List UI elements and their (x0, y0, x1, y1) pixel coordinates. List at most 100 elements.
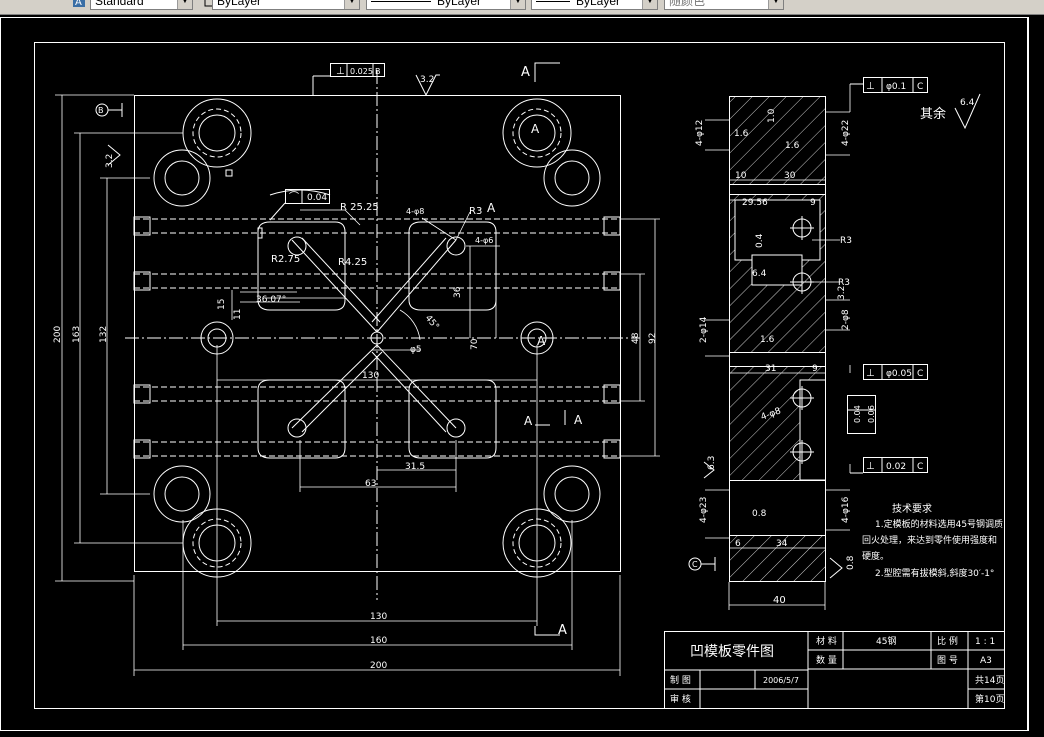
section-cutouts (729, 184, 826, 536)
layer-select[interactable]: ByLayer▼ (212, 0, 360, 10)
lineweight-select[interactable]: ByLayer▼ (531, 0, 658, 10)
dim-r4: R4.25 (338, 257, 367, 268)
notes-line-1: 1.定模板的材料选用45号钢调质 (875, 518, 1003, 530)
dim-6-4: 6.4 (752, 269, 767, 279)
linetype-value: ByLayer (437, 0, 482, 8)
side-labels: ⊥ φ0.1 C ⊥ φ0.05 C ⊥ 0.02 C 0.04 0.06 C … (692, 81, 975, 606)
line-sample (536, 1, 570, 3)
runners (287, 236, 466, 438)
scale-value: 1 : 1 (975, 637, 995, 647)
dim-6: 6 (735, 539, 741, 549)
dim-phi6: 4-φ6 (475, 236, 493, 245)
perp-bot-datum: C (917, 462, 923, 472)
dim-r2: R2.75 (271, 254, 300, 265)
dim-w160: 160 (370, 636, 387, 646)
dim-11: 11 (233, 309, 243, 320)
dim-r3b: R3 (838, 278, 850, 288)
channel-plugs (133, 216, 621, 459)
dim-31-5: 31.5 (405, 462, 425, 472)
dim-1-6c: 1.6 (785, 141, 800, 151)
notes-line-3: 硬度。 (862, 550, 889, 562)
parallel-value: 0.04 (853, 405, 862, 423)
chevron-down-icon[interactable]: ▼ (177, 0, 192, 9)
notes-line-2: 回火处理，来达到零件使用强度和 (862, 534, 997, 546)
chevron-down-icon[interactable]: ▼ (768, 0, 783, 9)
dim-48: 48 (631, 332, 641, 344)
side-gdt-frames (688, 77, 981, 579)
dim-w200: 200 (370, 661, 387, 671)
dim-r3a: R3 (840, 236, 852, 246)
scale-label: 比 例 (937, 635, 958, 647)
dim-4phi16: 4-φ16 (841, 496, 851, 523)
perp-mid-symbol: ⊥ (866, 368, 875, 379)
front-view: A A A A A A A ⊥ 0.025 B B ⌒ 0.04 3.2 3.2… (53, 62, 660, 676)
remainder-label: 其余 (920, 106, 946, 122)
profile-value: 0.04 (307, 193, 327, 203)
datum-a-bottom-right: A (574, 413, 583, 427)
flatness-symbol: ⊥ (336, 66, 345, 77)
flat-value: 0.06 (867, 405, 876, 423)
chevron-down-icon[interactable]: ▼ (510, 0, 525, 9)
front-annotations (95, 62, 566, 636)
dim-31: 31 (765, 364, 776, 374)
dim-9b: 9 (812, 364, 818, 374)
cad-drawing: A A A A A A A ⊥ 0.025 B B ⌒ 0.04 3.2 3.2… (0, 17, 1029, 731)
dim-34: 34 (776, 539, 788, 549)
total-sheets: 共14页 (975, 675, 1004, 686)
dim-3-2: 3.2 (837, 286, 847, 300)
material-value: 45钢 (876, 635, 896, 647)
technical-notes: 技术要求 1.定模板的材料选用45号钢调质 回火处理，来达到零件使用强度和 硬度… (862, 502, 1003, 579)
dimension-lines (55, 94, 660, 676)
drawn-date: 2006/5/7 (763, 676, 799, 685)
dim-r3: R3 (469, 206, 482, 217)
chevron-down-icon[interactable]: ▼ (344, 0, 359, 9)
dim-92: 92 (648, 333, 658, 344)
dim-0-8: 0.8 (846, 555, 856, 570)
svg-text:A: A (75, 0, 82, 8)
section-holes (790, 216, 814, 464)
cooling-channels (134, 218, 620, 457)
profile-symbol: ⌒ (289, 191, 299, 203)
datum-a-mid-2: A (537, 334, 546, 348)
dim-30: 30 (784, 171, 796, 181)
sheet-no: 第10页 (975, 693, 1004, 705)
properties-toolbar: A Standard▼ ByLayer▼ ByLayer▼ ByLayer▼ 随… (0, 0, 1044, 15)
roughness-left: 3.2 (105, 154, 115, 168)
dim-1-6a: 1.6 (734, 129, 749, 139)
check-label: 审 核 (670, 693, 691, 705)
dim-phi22: 4-φ22 (841, 120, 851, 146)
dim-h132: 132 (99, 326, 109, 343)
notes-line-4: 2.型腔需有拔模斜,斜度30′-1° (875, 567, 994, 579)
chevron-down-icon[interactable]: ▼ (642, 0, 657, 9)
drawing-border (34, 42, 1005, 709)
dim-phi12: 4-φ12 (695, 120, 705, 146)
dim-phi5: φ5 (410, 345, 422, 355)
color-value: 随颜色 (669, 0, 706, 8)
dim-1-6b: 1.6 (760, 335, 775, 345)
drawing-name: 凹模板零件图 (690, 644, 774, 660)
side-view: ⊥ φ0.1 C ⊥ φ0.05 C ⊥ 0.02 C 0.04 0.06 C … (688, 77, 981, 610)
dim-4phi23: 4-φ23 (699, 497, 709, 523)
perp-bot-value: 0.02 (886, 462, 906, 472)
text-style-icon[interactable]: A (72, 0, 86, 8)
linetype-select[interactable]: ByLayer ▼ (366, 0, 526, 10)
dim-70: 70 (470, 338, 480, 350)
dim-h200: 200 (53, 326, 63, 343)
dim-40: 40 (773, 595, 786, 606)
perp-top-datum: C (917, 82, 923, 92)
dim-w130: 130 (370, 612, 387, 622)
roughness-top: 3.2 (420, 75, 434, 85)
datum-c: C (692, 560, 698, 569)
text-style-select[interactable]: Standard▼ (90, 0, 193, 10)
color-select[interactable]: 随颜色 ▼ (664, 0, 784, 10)
dim-63: 63 (365, 479, 376, 489)
drawing-canvas[interactable]: A A A A A A A ⊥ 0.025 B B ⌒ 0.04 3.2 3.2… (0, 14, 1044, 737)
dim-36-07: 36.07° (256, 295, 286, 305)
line-sample (371, 1, 431, 3)
dim-29-56: 29.56 (742, 198, 768, 208)
datum-a-top: A (521, 65, 530, 80)
perp-top-symbol: ⊥ (866, 81, 875, 92)
side-dimension-lines (705, 84, 851, 610)
dim-0-4: 0.4 (755, 233, 765, 248)
perp-mid-datum: C (917, 369, 923, 379)
